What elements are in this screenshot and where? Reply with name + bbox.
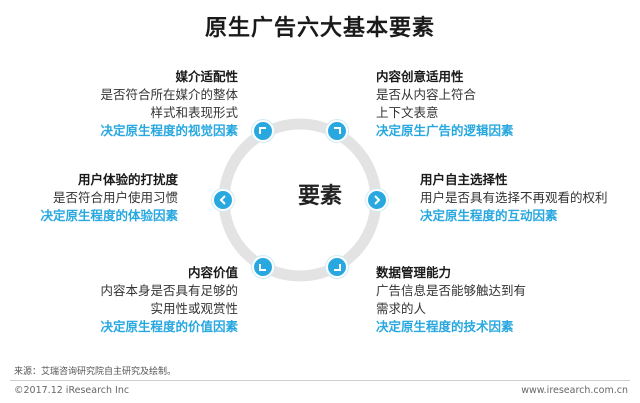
element-desc: 用户是否具有选择不再观看的权利 (420, 190, 608, 205)
element-media-fit: 媒介适配性 是否符合所在媒介的整体 样式和表现形式 决定原生程度的视觉因素 (100, 68, 238, 140)
node-bottom-right-icon (326, 256, 348, 278)
copyright: ©2017.12 iResearch Inc (14, 385, 130, 396)
node-top-left-icon (252, 120, 274, 142)
element-desc: 实用性或观赏性 (150, 301, 238, 316)
website-link[interactable]: www.iresearch.com.cn (521, 385, 628, 396)
element-desc: 样式和表现形式 (150, 105, 238, 120)
element-factor: 决定原生程度的价值因素 (100, 319, 238, 334)
element-factor: 决定原生程度的互动因素 (420, 208, 558, 223)
element-factor: 决定原生程度的体验因素 (40, 208, 178, 223)
element-factor: 决定原生程度的视觉因素 (100, 123, 238, 138)
center-label: 要素 (297, 184, 342, 209)
element-heading: 媒介适配性 (175, 69, 238, 84)
element-heading: 用户体验的打扰度 (77, 172, 178, 187)
page-title: 原生广告六大基本要素 (204, 16, 435, 41)
element-desc: 广告信息是否能够触达到有 (376, 283, 527, 298)
element-factor: 决定原生程度的技术因素 (376, 319, 514, 334)
element-desc: 上下文表意 (376, 105, 439, 120)
element-desc: 是否符合所在媒介的整体 (100, 87, 238, 102)
node-bottom-left-icon (252, 256, 274, 278)
element-heading: 用户自主选择性 (420, 172, 508, 187)
element-content-fit: 内容创意适用性 是否从内容上符合 上下文表意 决定原生广告的逻辑因素 (376, 68, 514, 140)
element-desc: 内容本身是否具有足够的 (100, 283, 238, 298)
element-heading: 数据管理能力 (376, 265, 452, 280)
element-data-management: 数据管理能力 广告信息是否能够触达到有 需求的人 决定原生程度的技术因素 (376, 264, 526, 336)
element-desc: 需求的人 (376, 301, 427, 316)
element-factor: 决定原生广告的逻辑因素 (376, 123, 514, 138)
element-desc: 是否从内容上符合 (376, 87, 477, 102)
element-desc: 是否符合用户使用习惯 (52, 190, 178, 205)
node-right-icon (366, 189, 388, 211)
element-heading: 内容价值 (187, 265, 238, 280)
footer-divider (10, 380, 630, 381)
node-top-right-icon (326, 120, 348, 142)
source-note: 来源：艾瑞咨询研究院自主研究及绘制。 (14, 367, 177, 377)
element-user-choice: 用户自主选择性 用户是否具有选择不再观看的权利 决定原生程度的互动因素 (420, 171, 608, 225)
element-user-experience: 用户体验的打扰度 是否符合用户使用习惯 决定原生程度的体验因素 (40, 171, 178, 225)
node-left-icon (212, 189, 234, 211)
element-heading: 内容创意适用性 (376, 69, 464, 84)
element-content-value: 内容价值 内容本身是否具有足够的 实用性或观赏性 决定原生程度的价值因素 (100, 264, 238, 336)
